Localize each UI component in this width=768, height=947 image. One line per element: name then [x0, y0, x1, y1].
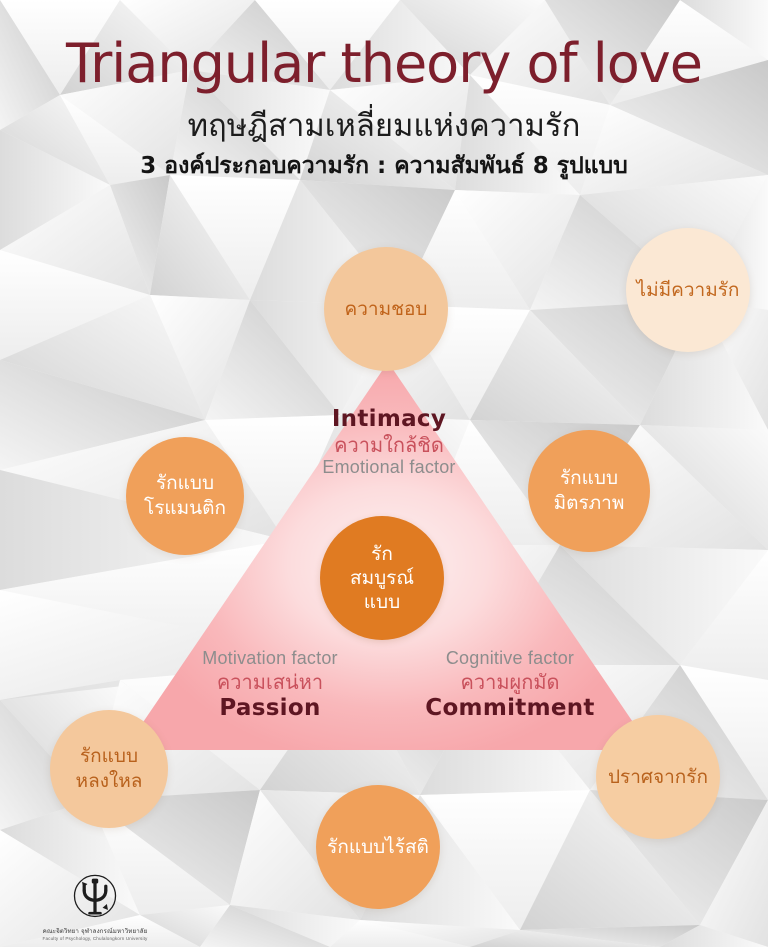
circle-liking-line1: ความชอบ — [344, 297, 428, 320]
center-label-line3: แบบ — [363, 591, 401, 614]
center-label-line2: สมบูรณ์ — [349, 566, 414, 589]
circle-infatuated-line1: รักแบบไร้สติ — [327, 835, 429, 858]
circle-romantic-line1: รักแบบ — [155, 472, 215, 495]
page-subtitle-thai: 3 องค์ประกอบความรัก : ความสัมพันธ์ 8 รูป… — [140, 152, 628, 179]
circle-fatuous-line2: หลงใหล — [75, 770, 143, 792]
psi-symbol-icon — [73, 874, 117, 918]
circle-romantic-love: รักแบบ โรแมนติก — [126, 437, 244, 555]
logo-name-english: Faculty of Psychology, Chulalongkorn Uni… — [42, 936, 148, 941]
circle-empty-line1: ปราศจากรัก — [607, 765, 708, 788]
circle-fatuous-love: รักแบบ หลงใหล — [50, 710, 168, 828]
logo-name-thai: คณะจิตวิทยา จุฬาลงกรณ์มหาวิทยาลัย — [42, 928, 148, 935]
circle-nonlove-line1: ไม่มีความรัก — [636, 278, 740, 301]
page-title-thai: ทฤษฎีสามเหลี่ยมแห่งความรัก — [187, 108, 581, 145]
organization-logo: คณะจิตวิทยา จุฬาลงกรณ์มหาวิทยาลัย Facult… — [20, 870, 170, 941]
circle-fatuous-line1: รักแบบ — [79, 745, 139, 768]
circle-romantic-line2: โรแมนติก — [143, 497, 226, 519]
center-circle-consummate-love: รัก สมบูรณ์ แบบ — [320, 516, 444, 640]
circle-companionate-line2: มิตรภาพ — [553, 492, 625, 514]
circle-liking: ความชอบ — [324, 247, 448, 371]
page-title: Triangular theory of love — [66, 32, 703, 95]
circle-companionate-love: รักแบบ มิตรภาพ — [528, 430, 650, 552]
circle-empty-love: ปราศจากรัก — [596, 715, 720, 839]
center-label-line1: รัก — [371, 542, 393, 565]
poster-header: Triangular theory of love ทฤษฎีสามเหลี่ย… — [0, 0, 768, 179]
circle-companionate-line1: รักแบบ — [559, 467, 619, 490]
circle-nonlove: ไม่มีความรัก — [626, 228, 750, 352]
circle-infatuated-love: รักแบบไร้สติ — [316, 785, 440, 909]
